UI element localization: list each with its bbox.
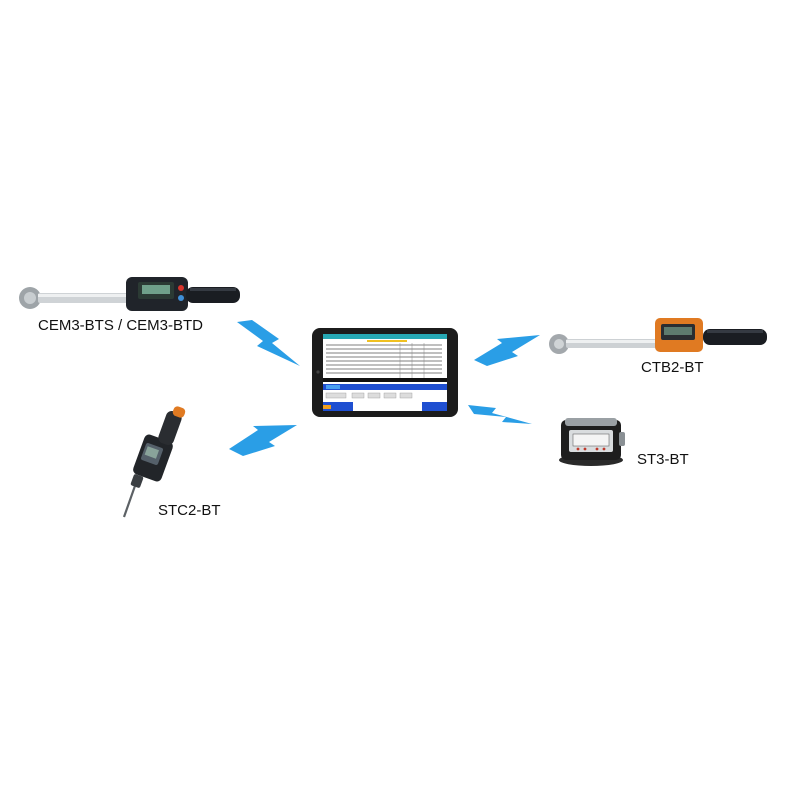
signal-stc2-icon: [229, 425, 297, 456]
signal-cem3-icon: [237, 320, 300, 366]
label-ctb2: CTB2-BT: [641, 359, 704, 376]
torque-screwdriver-icon: [122, 406, 186, 518]
label-cem3: CEM3-BTS / CEM3-BTD: [38, 317, 204, 334]
signal-st3-icon: [468, 405, 532, 424]
cem3-wrench: [14, 274, 244, 314]
torque-tester-icon: [559, 418, 625, 466]
label-stc2: STC2-BT: [158, 502, 221, 519]
st3-tester: [555, 412, 627, 468]
label-st3: ST3-BT: [637, 451, 689, 468]
signal-ctb2-icon: [474, 335, 540, 366]
tablet: [312, 328, 458, 417]
stc2-screwdriver: [118, 403, 200, 521]
ctb2-wrench: [545, 316, 775, 356]
tablet-icon: [312, 328, 458, 417]
torque-wrench-digital-icon: [19, 277, 240, 311]
torque-wrench-orange-head-icon: [549, 318, 767, 354]
